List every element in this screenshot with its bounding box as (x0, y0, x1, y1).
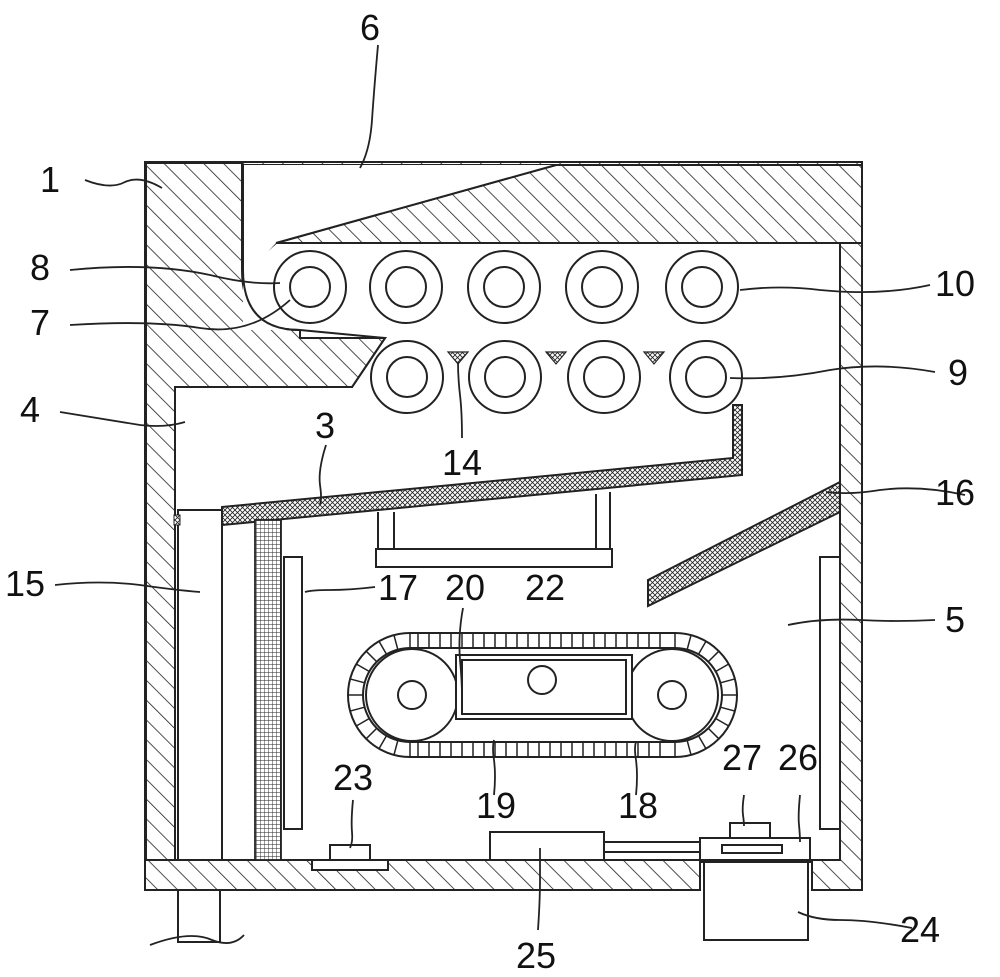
label-9: 9 (948, 352, 968, 393)
belt-tooth (720, 706, 736, 712)
leader-lines (54, 44, 966, 931)
belt-tooth (715, 663, 730, 673)
right-panel (819, 556, 841, 830)
label-22: 22 (525, 567, 565, 608)
label-15: 15 (5, 563, 45, 604)
label-6: 6 (360, 7, 380, 48)
label-27: 27 (722, 737, 762, 778)
label-16: 16 (935, 472, 975, 513)
scrapers (446, 351, 666, 365)
belt-tooth (349, 706, 365, 712)
deflector-16 (647, 480, 841, 608)
ground-wave (149, 934, 245, 946)
labels: 1 6 8 7 10 9 4 3 14 16 15 17 20 22 5 23 … (5, 7, 975, 976)
belt-tooth (697, 640, 707, 655)
screen-mesh (254, 519, 282, 861)
belt-tooth (393, 740, 399, 756)
belt-tooth (349, 678, 365, 684)
conveyor (347, 632, 738, 758)
label-26: 26 (778, 737, 818, 778)
belt-tooth (720, 678, 736, 684)
leg (177, 889, 221, 943)
belt-tooth (686, 634, 692, 650)
lower-rollers (370, 340, 743, 414)
label-25: 25 (516, 935, 556, 976)
label-8: 8 (30, 247, 50, 288)
chute-white (243, 165, 556, 330)
belt-tooth (378, 735, 388, 750)
label-5: 5 (945, 599, 965, 640)
label-19: 19 (476, 785, 516, 826)
label-18: 18 (618, 785, 658, 826)
drive-26 (699, 822, 811, 861)
panel (283, 556, 303, 830)
belt-tooth (378, 640, 388, 655)
label-1: 1 (40, 159, 60, 200)
belt-tooth (355, 717, 370, 727)
belt-tooth (707, 727, 720, 740)
label-17: 17 (378, 567, 418, 608)
belt-tooth (697, 735, 707, 750)
motor-25 (489, 831, 605, 861)
belt-tooth (365, 727, 378, 740)
upper-rollers (273, 250, 739, 324)
belt-tooth (365, 650, 378, 663)
label-10: 10 (935, 263, 975, 304)
label-4: 4 (20, 389, 40, 430)
belt-tooth (393, 634, 399, 650)
belt-tooth (686, 740, 692, 756)
label-3: 3 (315, 405, 335, 446)
belt-tooth (715, 717, 730, 727)
belt-tooth (355, 663, 370, 673)
label-14: 14 (442, 442, 482, 483)
label-7: 7 (30, 302, 50, 343)
channel (177, 509, 223, 861)
label-24: 24 (900, 909, 940, 950)
sensor-23 (311, 844, 389, 871)
label-20: 20 (445, 567, 485, 608)
outlet-24 (703, 861, 809, 941)
belt-tooth (707, 650, 720, 663)
label-23: 23 (333, 757, 373, 798)
